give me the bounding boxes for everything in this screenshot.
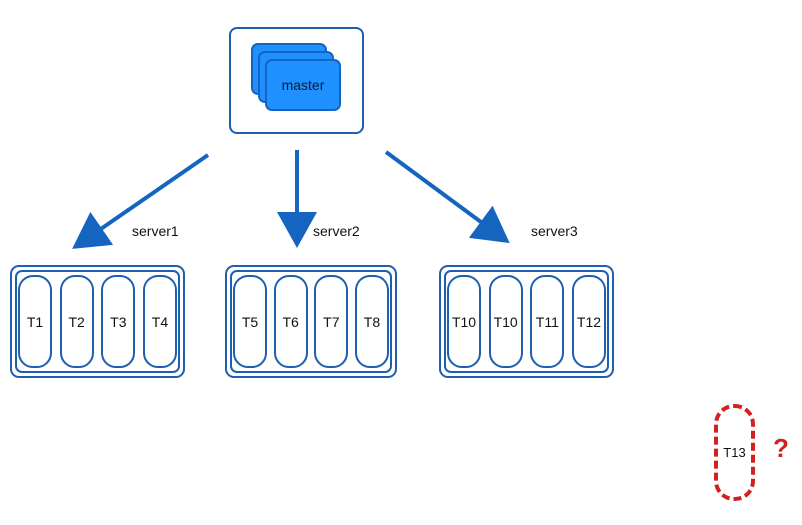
- server3-label: server3: [531, 223, 578, 239]
- task-item: T5: [233, 275, 267, 368]
- server3-task-row: T10 T10 T11 T12: [447, 275, 606, 368]
- task-item: T1: [18, 275, 52, 368]
- server2-node: T5 T6 T7 T8: [225, 265, 397, 378]
- master-label: master: [265, 59, 341, 111]
- task-item: T4: [142, 275, 177, 368]
- server3-node: T10 T10 T11 T12: [439, 265, 614, 378]
- task-item: T2: [59, 275, 94, 368]
- task-item: T6: [273, 275, 308, 368]
- server1-task-row: T1 T2 T3 T4: [18, 275, 177, 368]
- server1-node: T1 T2 T3 T4: [10, 265, 185, 378]
- arrow-to-server3: [384, 150, 510, 244]
- task-item: T3: [101, 275, 136, 368]
- task-item: T10: [447, 275, 481, 368]
- unassigned-task: T13: [714, 404, 755, 501]
- task-item: T11: [530, 275, 565, 368]
- task-item: T8: [354, 275, 389, 368]
- task-item: T7: [314, 275, 349, 368]
- task-item: T12: [571, 275, 606, 368]
- server3-inner-frame: [444, 270, 609, 373]
- master-node: master: [229, 27, 364, 134]
- server1-label: server1: [132, 223, 179, 239]
- server2-task-row: T5 T6 T7 T8: [233, 275, 389, 368]
- server2-label: server2: [313, 223, 360, 239]
- server1-inner-frame: [15, 270, 180, 373]
- question-mark: ?: [773, 433, 789, 463]
- server2-inner-frame: [230, 270, 392, 373]
- task-item: T10: [488, 275, 523, 368]
